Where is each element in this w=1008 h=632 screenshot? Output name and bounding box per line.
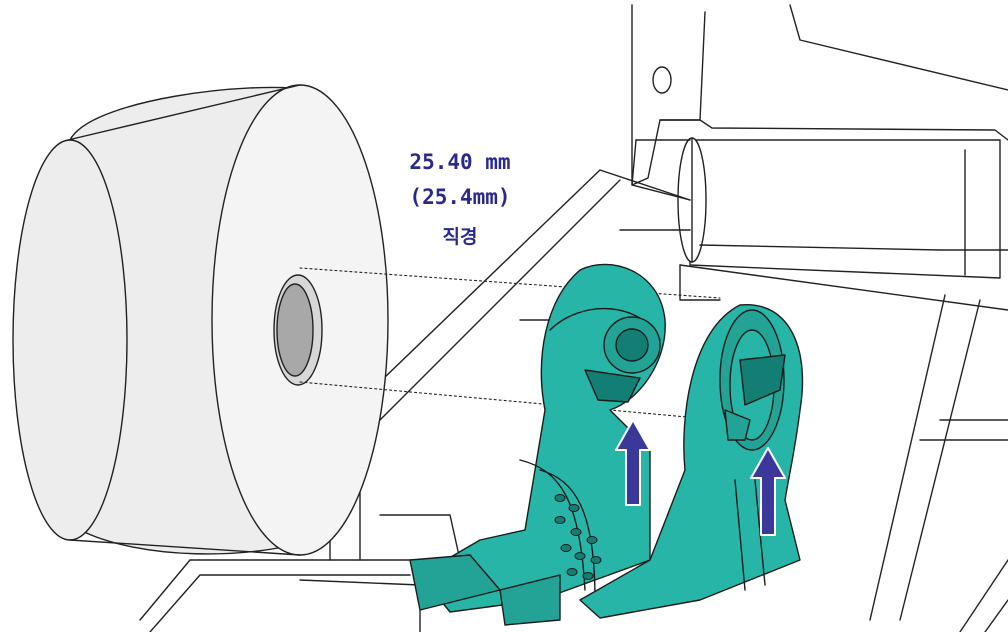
up-arrow-left — [615, 419, 651, 506]
holder-grip-dots — [554, 494, 602, 580]
left-media-holder — [409, 263, 666, 626]
right-media-holder — [579, 304, 804, 619]
media-roll — [12, 84, 389, 556]
roll-core — [273, 274, 323, 386]
diameter-label-parenthetical: (25.4mm) — [409, 185, 511, 209]
diameter-label-metric: 25.40 mm — [409, 150, 511, 174]
diameter-label-text: 직경 — [442, 226, 478, 248]
up-arrow-right — [750, 447, 786, 536]
